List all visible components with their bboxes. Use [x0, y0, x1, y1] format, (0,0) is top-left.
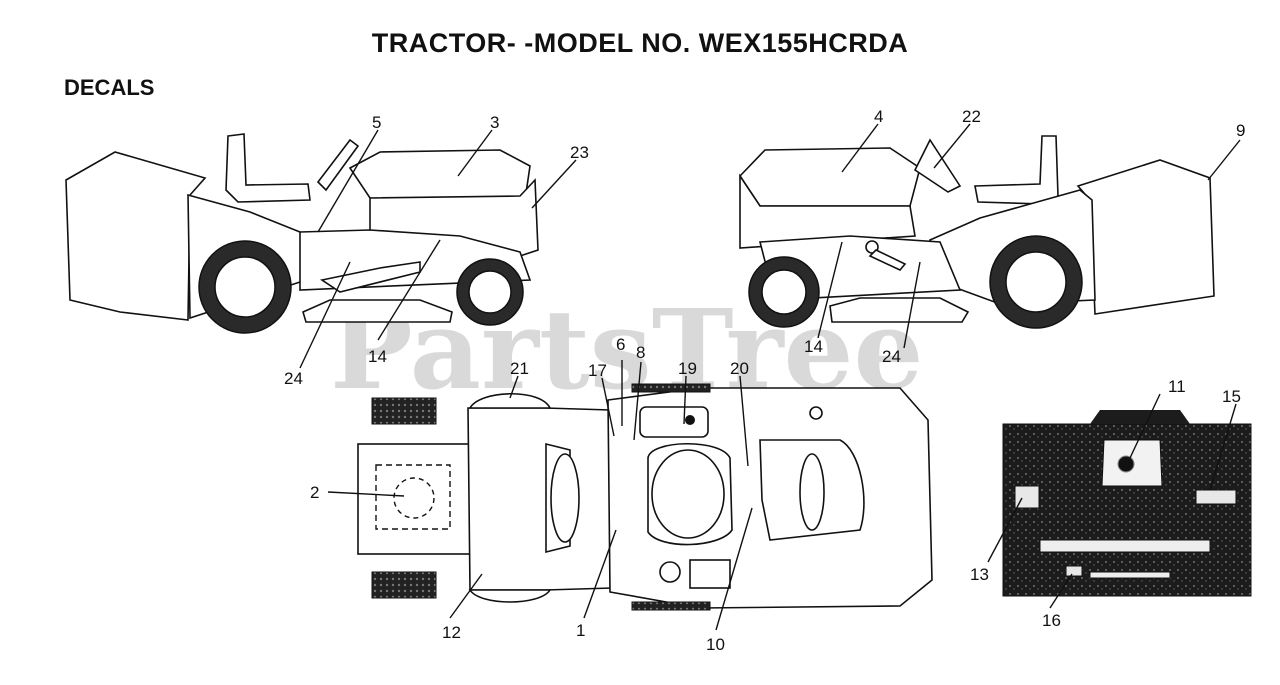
- callout-2: 2: [310, 483, 319, 502]
- callout-19: 19: [678, 359, 697, 378]
- hood-right: [738, 147, 921, 207]
- callout-24-right: 24: [882, 347, 901, 366]
- seat-left: [225, 133, 311, 203]
- callout-14-left: 14: [368, 347, 387, 366]
- callout-20: 20: [730, 359, 749, 378]
- grass-catcher-right: [1076, 159, 1215, 315]
- front-tire-bottom: [371, 571, 437, 599]
- callout-13: 13: [970, 565, 989, 584]
- callout-16: 16: [1042, 611, 1061, 630]
- diagram-title: TRACTOR- -MODEL NO. WEX155HCRDA: [371, 28, 909, 58]
- leader-lines: [299, 123, 1241, 631]
- callout-12: 12: [442, 623, 461, 642]
- callout-23: 23: [570, 143, 589, 162]
- callout-21: 21: [510, 359, 529, 378]
- mower-deck-right: [829, 297, 970, 323]
- callout-15: 15: [1222, 387, 1241, 406]
- callout-8: 8: [636, 343, 645, 362]
- callout-22: 22: [962, 107, 981, 126]
- callout-9: 9: [1236, 121, 1245, 140]
- front-tire-top: [371, 397, 437, 425]
- callout-11: 11: [1168, 377, 1186, 396]
- callout-labels: 5 3 23 24 14 4 22 9 14 24 21 17 6 8 19 2…: [284, 107, 1245, 654]
- callout-1: 1: [576, 621, 585, 640]
- tractor-top-view: [357, 383, 933, 611]
- seat-right: [974, 135, 1059, 205]
- callout-6: 6: [616, 335, 625, 354]
- callout-17: 17: [588, 361, 607, 380]
- dash-panel-view: [1002, 410, 1252, 597]
- tractor-right-side-view: [738, 135, 1215, 329]
- callout-4: 4: [874, 107, 883, 126]
- callout-5: 5: [372, 113, 381, 132]
- mower-deck-left: [302, 299, 453, 323]
- callout-24-left: 24: [284, 369, 303, 388]
- tractor-left-side-view: [65, 133, 539, 334]
- callout-3: 3: [490, 113, 499, 132]
- grass-catcher-left: [65, 151, 207, 321]
- callout-10: 10: [706, 635, 725, 654]
- section-label: DECALS: [64, 75, 155, 100]
- callout-14-right: 14: [804, 337, 823, 356]
